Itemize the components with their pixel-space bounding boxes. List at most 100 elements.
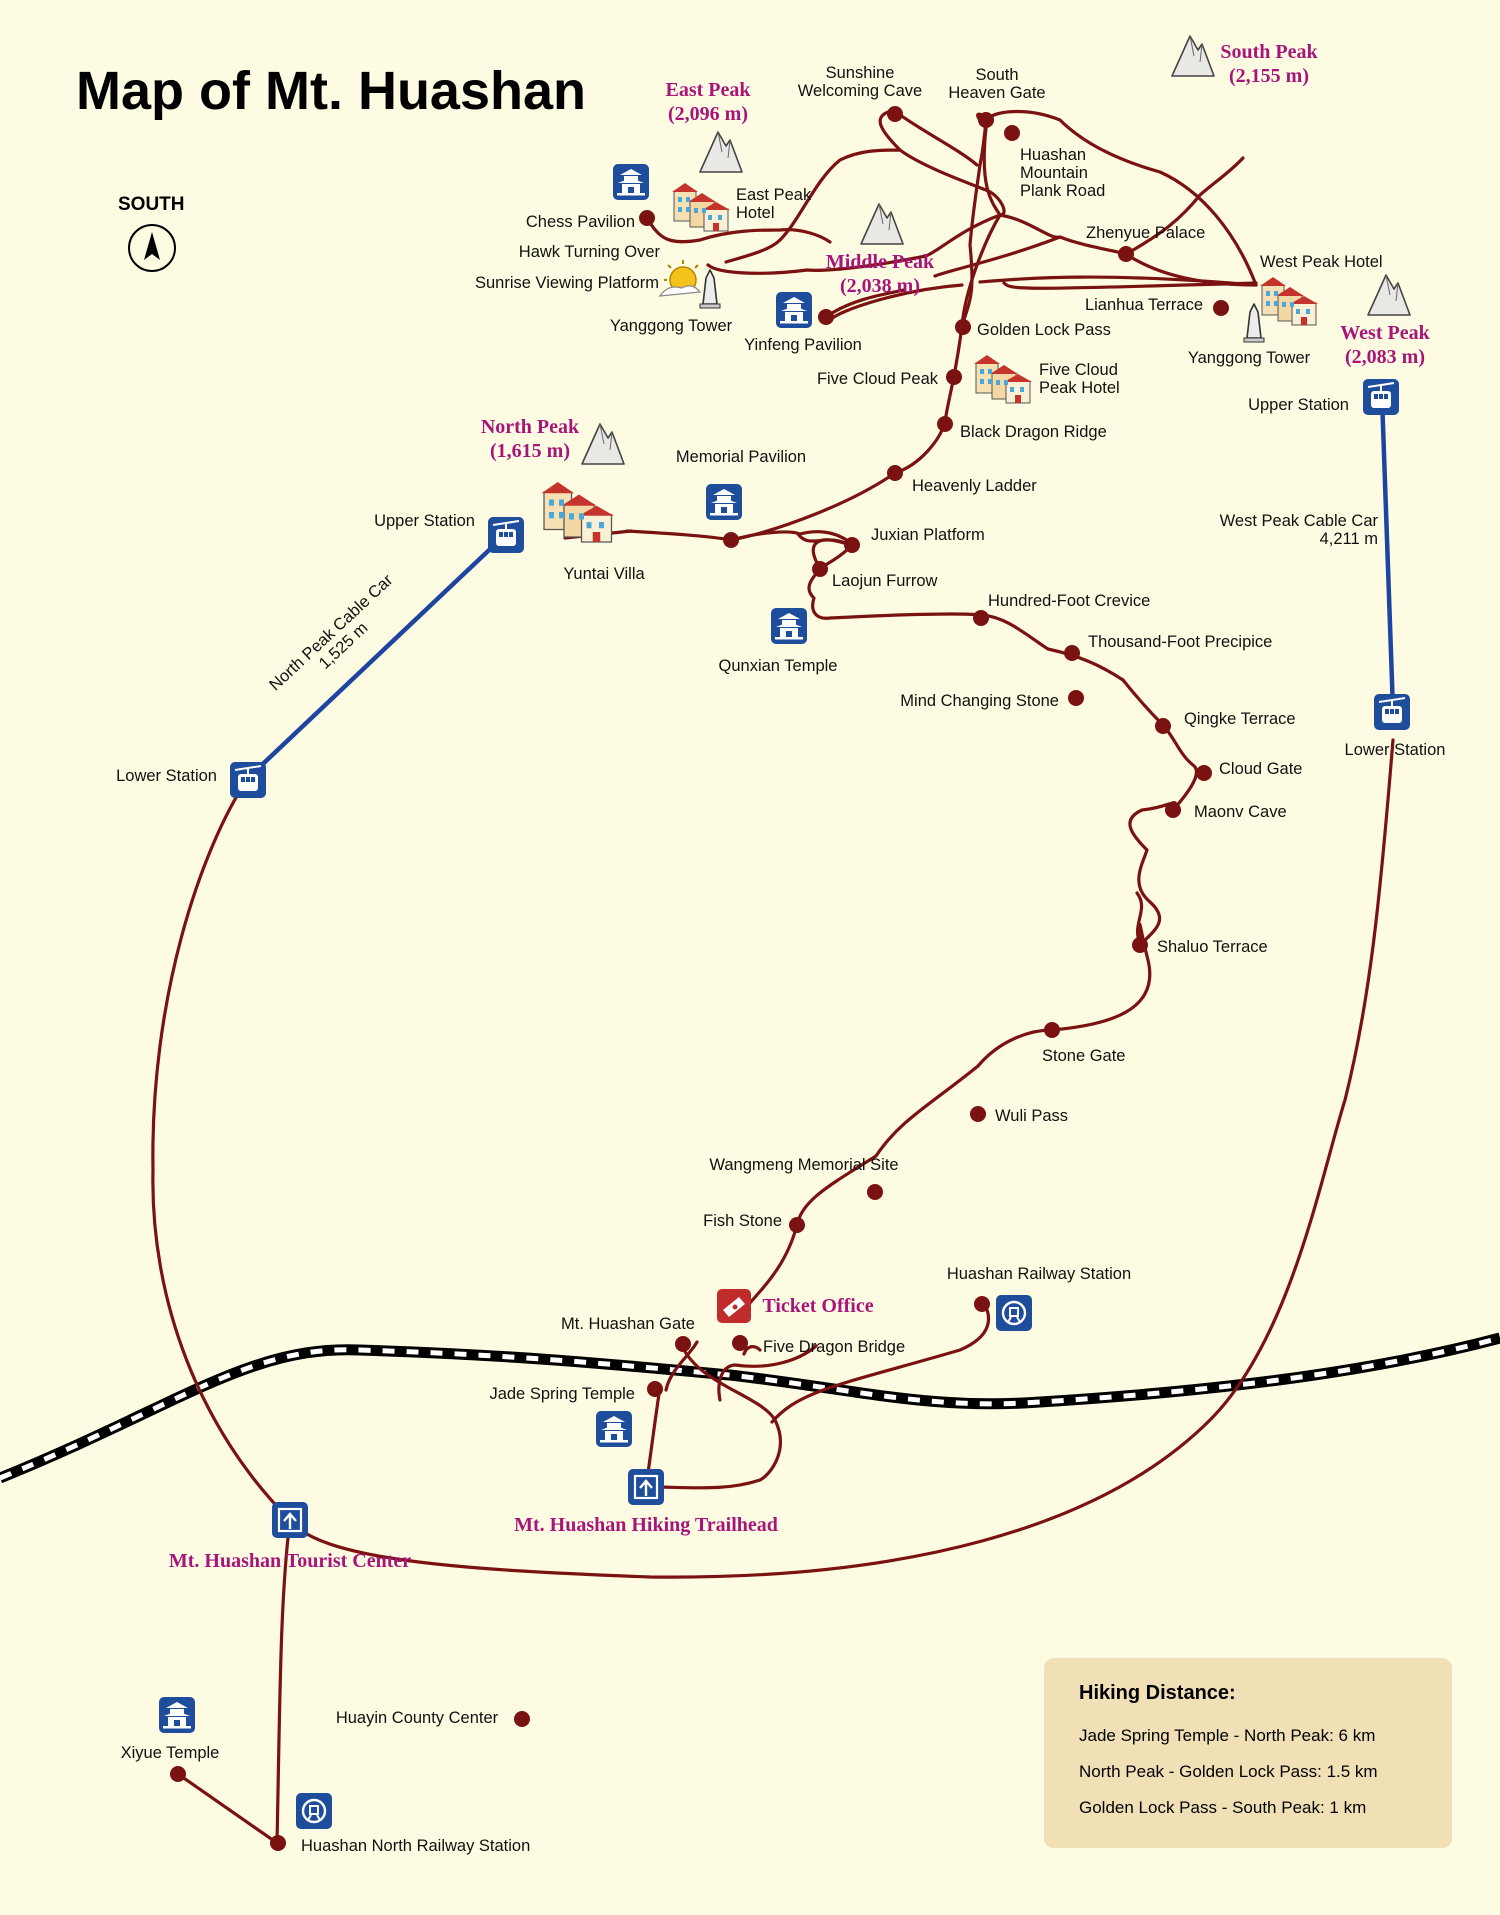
stop-black-dragon-ridge[interactable] (937, 416, 953, 432)
jade-spring-temple-icon[interactable] (596, 1411, 632, 1447)
stop-stone-gate[interactable] (1044, 1022, 1060, 1038)
stop-yinfeng-pavilion[interactable] (818, 309, 834, 325)
north-railway-label: Huashan North Railway Station (301, 1837, 530, 1855)
ticket-office-icon[interactable] (717, 1289, 751, 1323)
middle-peak-mountain-icon (860, 203, 904, 245)
stop-lianhua-terrace[interactable] (1213, 300, 1229, 316)
stop-north-railway[interactable] (270, 1835, 286, 1851)
sunrise-platform-label: Sunrise Viewing Platform (475, 274, 659, 292)
stop-hundred-foot[interactable] (973, 610, 989, 626)
compass-label: SOUTH (118, 194, 185, 215)
stop-railway-station[interactable] (974, 1296, 990, 1312)
heavenly-ladder-label: Heavenly Ladder (912, 477, 1037, 495)
yanggong-tower-east-icon (699, 269, 721, 309)
stop-laojun-furrow[interactable] (812, 561, 828, 577)
fish-stone-label: Fish Stone (703, 1212, 782, 1230)
ticket-office-label: Ticket Office (762, 1295, 873, 1317)
stop-shaluo-terrace[interactable] (1132, 937, 1148, 953)
east-peak-name: East Peak (666, 79, 752, 101)
chess-pavilion-temple-icon[interactable] (613, 164, 649, 200)
east-peak-mountain-icon (699, 131, 743, 173)
stop-yuntai-junction[interactable] (723, 532, 739, 548)
stop-thousand-foot[interactable] (1064, 645, 1080, 661)
stop-chess-pavilion[interactable] (639, 210, 655, 226)
stop-wangmeng[interactable] (867, 1184, 883, 1200)
stop-wuli-pass[interactable] (970, 1106, 986, 1122)
stop-xiyue-temple[interactable] (170, 1766, 186, 1782)
west-upper-station-cable-icon[interactable] (1362, 378, 1400, 416)
stop-huayin-center[interactable] (514, 1711, 530, 1727)
north-railway-station-icon[interactable] (294, 1791, 334, 1831)
stop-golden-lock-pass[interactable] (955, 319, 971, 335)
east-peak-hotel-icon (671, 182, 731, 232)
black-dragon-ridge-label: Black Dragon Ridge (960, 423, 1107, 441)
stop-south-heaven-gate[interactable] (978, 112, 994, 128)
north-upper-station-cable-icon[interactable] (487, 516, 525, 554)
sunrise-sun-icon (658, 260, 702, 297)
xiyue-temple-label: Xiyue Temple (121, 1744, 220, 1762)
stop-qingke-terrace[interactable] (1155, 718, 1171, 734)
qingke-terrace-label: Qingke Terrace (1184, 710, 1296, 728)
stop-five-dragon-bridge[interactable] (732, 1335, 748, 1351)
yanggong-tower-west-label: Yanggong Tower (1188, 349, 1311, 367)
qunxian-temple-icon[interactable] (771, 608, 807, 644)
yuntai-villa-label: Yuntai Villa (563, 565, 645, 583)
north-peak-elev: (1,615 m) (490, 440, 570, 462)
trails (151, 108, 1395, 1845)
stop-juxian-platform[interactable] (844, 537, 860, 553)
west-lower-station-cable-icon[interactable] (1373, 693, 1411, 731)
five-dragon-bridge-label: Five Dragon Bridge (763, 1338, 905, 1356)
stop-plank-road[interactable] (1004, 125, 1020, 141)
lianhua-terrace-label: Lianhua Terrace (1085, 296, 1203, 314)
stop-jade-spring[interactable] (647, 1381, 663, 1397)
west-peak-hotel-label: West Peak Hotel (1260, 253, 1383, 271)
mind-changing-label: Mind Changing Stone (900, 692, 1059, 710)
stop-fish-stone[interactable] (789, 1217, 805, 1233)
xiyue-temple-icon[interactable] (159, 1697, 195, 1733)
juxian-platform-label: Juxian Platform (871, 526, 985, 544)
huashan-gate-label: Mt. Huashan Gate (561, 1315, 695, 1333)
wangmeng-label: Wangmeng Memorial Site (709, 1156, 898, 1174)
tourist-center-icon[interactable] (270, 1500, 310, 1540)
north-peak-name: North Peak (481, 416, 580, 438)
stop-heavenly-ladder[interactable] (887, 465, 903, 481)
five-cloud-peak-label: Five Cloud Peak (817, 370, 939, 388)
stop-huashan-gate[interactable] (675, 1336, 691, 1352)
south-peak-elev: (2,155 m) (1229, 65, 1309, 87)
west-peak-elev: (2,083 m) (1345, 346, 1425, 368)
stop-cloud-gate[interactable] (1196, 765, 1212, 781)
huayin-center-label: Huayin County Center (336, 1709, 499, 1727)
railway-line (0, 1332, 1500, 1484)
stop-maonv-cave[interactable] (1165, 802, 1181, 818)
north-lower-station-cable-icon[interactable] (229, 761, 267, 799)
hundred-foot-label: Hundred-Foot Crevice (988, 592, 1150, 610)
golden-lock-pass-label: Golden Lock Pass (977, 321, 1111, 339)
zhenyue-palace-label: Zhenyue Palace (1086, 224, 1205, 242)
stop-five-cloud-peak[interactable] (946, 369, 962, 385)
north-peak-mountain-icon (581, 423, 625, 465)
yinfeng-pavilion-temple-icon[interactable] (776, 292, 812, 328)
west-cable-line (1379, 396, 1396, 711)
memorial-pavilion-temple-icon[interactable] (706, 484, 742, 520)
stop-zhenyue-palace[interactable] (1118, 246, 1134, 262)
stop-sunshine-cave[interactable] (887, 106, 903, 122)
south-peak-mountain-icon (1171, 35, 1215, 77)
east-peak-elev: (2,096 m) (668, 103, 748, 125)
stop-mind-changing[interactable] (1068, 690, 1084, 706)
laojun-furrow-label: Laojun Furrow (832, 572, 938, 590)
railway-station-icon[interactable] (994, 1293, 1034, 1333)
west-peak-hotel-icon (1259, 276, 1319, 326)
south-peak-name: South Peak (1220, 41, 1318, 63)
yanggong-tower-east-label: Yanggong Tower (610, 317, 733, 335)
stone-gate-label: Stone Gate (1042, 1047, 1125, 1065)
west-peak-name: West Peak (1340, 322, 1430, 344)
yinfeng-pavilion-label: Yinfeng Pavilion (744, 336, 862, 354)
trailhead-icon[interactable] (626, 1467, 666, 1507)
north-upper-station-label: Upper Station (374, 512, 475, 530)
